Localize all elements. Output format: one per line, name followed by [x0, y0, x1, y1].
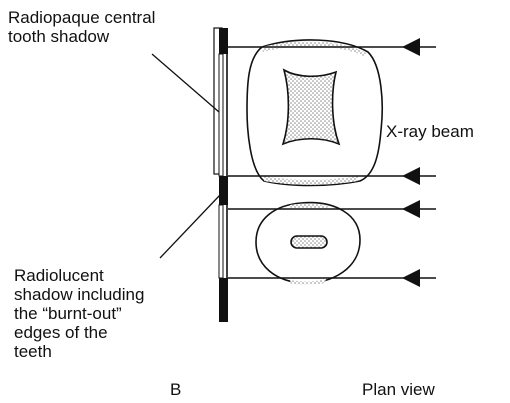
radiolucent-label-line-2: shadow including — [14, 285, 144, 304]
xray-beam-label: X-ray beam — [386, 122, 474, 141]
radiopaque-label-line-2: tooth shadow — [8, 27, 155, 46]
radiolucent-label-line-1: Radiolucent — [14, 266, 144, 285]
radiopaque-label: Radiopaque central tooth shadow — [8, 8, 155, 46]
film-unexposed-segments — [219, 54, 223, 278]
radiolucent-label: Radiolucent shadow including the “burnt-… — [14, 266, 144, 361]
radiolucent-label-line-4: edges of the — [14, 323, 144, 342]
plan-view-label: Plan view — [362, 380, 435, 399]
leader-radiopaque — [152, 54, 219, 112]
radiopaque-label-line-1: Radiopaque central — [8, 8, 155, 27]
upper-tooth-pulp — [283, 70, 339, 144]
radiolucent-label-line-3: the “burnt-out” — [14, 304, 144, 323]
radiolucent-label-line-5: teeth — [14, 342, 144, 361]
leader-radiolucent — [160, 195, 220, 258]
lower-tooth-pulp — [291, 236, 327, 248]
figure-letter-label: B — [170, 380, 181, 399]
